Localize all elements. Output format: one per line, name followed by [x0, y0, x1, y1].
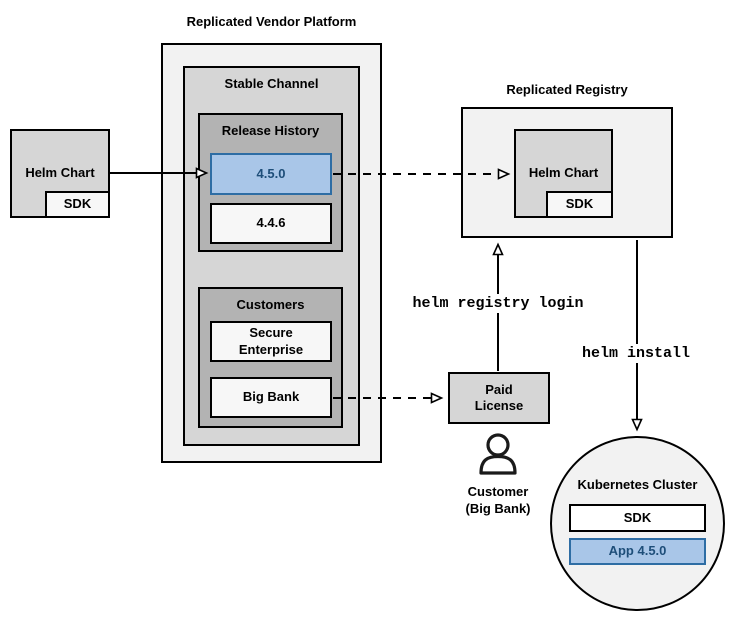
release-4-4-6-box: 4.4.6: [210, 203, 332, 244]
release-4-5-0-box: 4.5.0: [210, 153, 332, 195]
registry-sdk-box: SDK: [546, 191, 613, 218]
person-icon: [479, 433, 517, 475]
customer-big-bank-box: Big Bank: [210, 377, 332, 418]
customer-big-bank-label: Big Bank: [242, 389, 300, 405]
kubernetes-cluster-title: Kubernetes Cluster: [577, 477, 698, 492]
cluster-sdk-box: SDK: [569, 504, 706, 532]
stable-channel-label: Stable Channel: [224, 76, 319, 91]
source-sdk-label: SDK: [63, 196, 92, 212]
paid-license-label: Paid License: [474, 381, 524, 413]
vendor-platform-title: Replicated Vendor Platform: [186, 14, 357, 29]
release-4-4-6-label: 4.4.6: [256, 215, 286, 231]
release-history-label: Release History: [221, 123, 320, 138]
registry-helm-chart-label: Helm Chart: [528, 165, 599, 181]
helm-install-label: helm install: [576, 344, 696, 363]
registry-sdk-label: SDK: [565, 196, 594, 212]
cluster-app-box: App 4.5.0: [569, 538, 706, 565]
source-sdk-box: SDK: [45, 191, 110, 218]
release-4-5-0-label: 4.5.0: [256, 165, 286, 181]
source-helm-chart-label: Helm Chart: [25, 165, 95, 181]
customer-caption-line2: (Big Bank): [465, 500, 531, 516]
customers-label: Customers: [236, 297, 305, 312]
customer-caption-line1: Customer: [467, 484, 529, 499]
customer-secure-enterprise-label: Secure Enterprise: [238, 325, 304, 357]
customer-caption: Customer (Big Bank): [438, 484, 558, 517]
cluster-sdk-label: SDK: [623, 509, 652, 525]
helm-registry-login-label: helm registry login: [407, 294, 589, 313]
paid-license-box: Paid License: [448, 372, 550, 424]
registry-title: Replicated Registry: [506, 82, 628, 97]
cluster-app-label: App 4.5.0: [608, 543, 667, 559]
customer-secure-enterprise-box: Secure Enterprise: [210, 321, 332, 362]
